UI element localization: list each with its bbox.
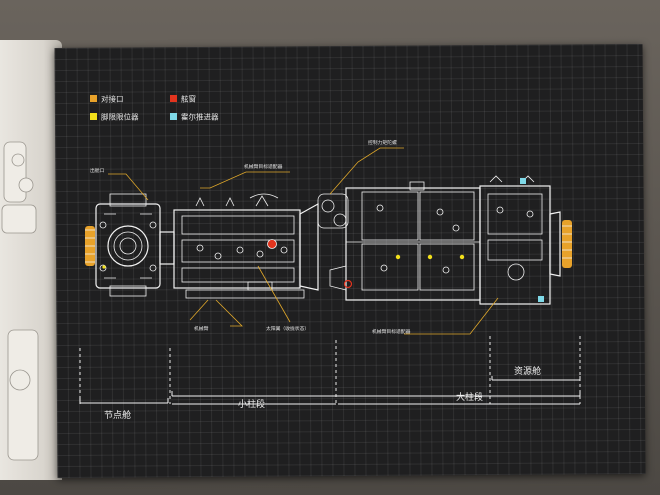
legend-label-foot-restraint: 脚限限位器 (101, 112, 139, 122)
left-page-illustration (1, 141, 39, 461)
callout-solar-wing: 太阳翼（收拢状态） (266, 325, 309, 332)
section-dividers (79, 336, 581, 404)
small-pillar-section (173, 193, 305, 299)
legend-label-porthole: 舷窗 (181, 94, 196, 104)
callout-leaders (108, 147, 499, 335)
legend-label-hall-thruster: 霍尔推进器 (181, 112, 219, 122)
callout-arm-target-bottom: 机械臂目标适配器 (372, 328, 411, 335)
callout-arm: 机械臂 (194, 325, 209, 332)
legend: 对接口 舷窗 脚限限位器 霍尔推进器 (90, 94, 219, 122)
large-foot-restraint-1 (395, 254, 401, 260)
small-porthole (267, 239, 277, 249)
node-cabin (85, 193, 161, 297)
resource-hall-thruster-bottom (538, 296, 544, 302)
callout-hatch: 出舱口 (90, 167, 105, 174)
callout-control-gyro: 控制力矩陀螺 (368, 139, 397, 146)
legend-swatch-foot-restraint (90, 113, 97, 120)
legend-swatch-hall-thruster (170, 113, 177, 120)
legend-swatch-porthole (170, 95, 177, 102)
resource-hall-thruster-top (520, 178, 526, 184)
callout-arm-target-top: 机械臂目标适配器 (244, 163, 283, 170)
resource-docking-port-right (562, 220, 572, 268)
section-label-resource-cabin: 资源舱 (514, 365, 541, 377)
large-pillar-section (317, 181, 481, 301)
section-label-large-pillar: 大柱段 (456, 391, 483, 403)
legend-label-docking-port: 对接口 (101, 94, 124, 104)
large-foot-restraint-2 (427, 254, 433, 260)
large-foot-restraint-3 (459, 254, 465, 260)
section-brackets (79, 376, 581, 405)
large-porthole (343, 279, 353, 289)
legend-swatch-docking-port (90, 95, 97, 102)
section-label-small-pillar: 小柱段 (238, 398, 265, 410)
section-label-node-cabin: 节点舱 (104, 409, 131, 421)
resource-cabin (479, 175, 572, 305)
node-foot-restraint (102, 265, 106, 269)
